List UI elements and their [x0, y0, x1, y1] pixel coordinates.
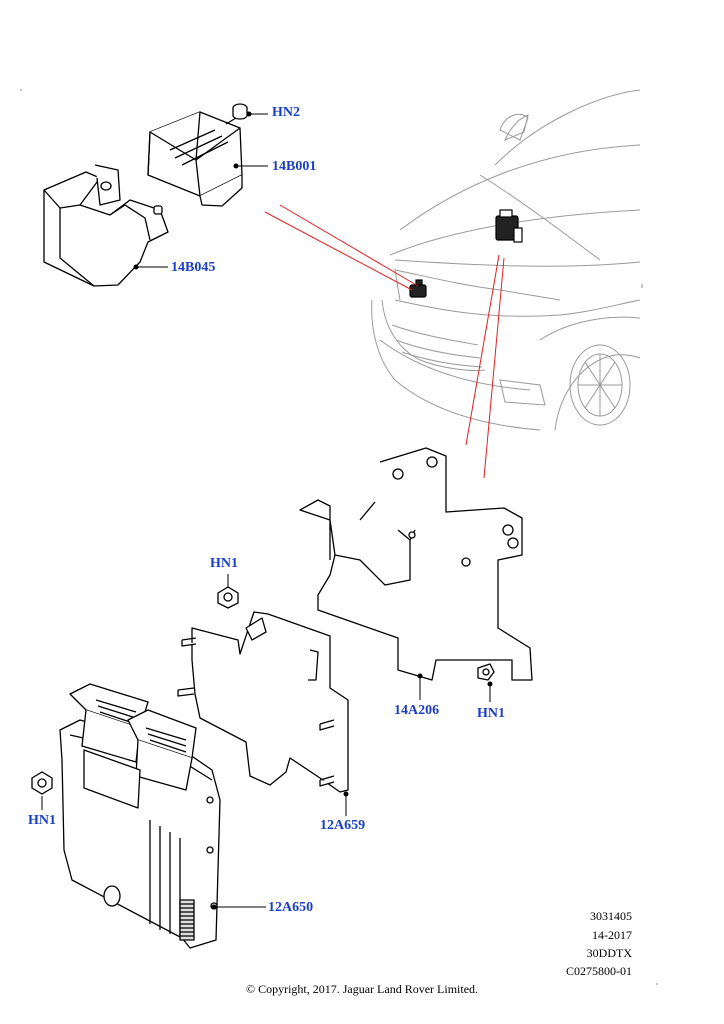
crop-marks [20, 89, 658, 985]
callout-leader-lines [41, 111, 493, 910]
reference-line-4: C0275800-01 [566, 964, 632, 978]
callout-14b001: 14B001 [272, 159, 317, 174]
part-12a659-plate [177, 611, 349, 793]
red-leader-lines [264, 204, 505, 479]
copyright-notice: © Copyright, 2017. Jaguar Land Rover Lim… [245, 982, 479, 996]
callout-hn1-top: HN1 [210, 556, 238, 571]
module-location-marker-front [409, 279, 427, 298]
hn1-top-nut [217, 586, 239, 609]
part-14b001-module [147, 103, 248, 207]
hn1-left-nut [31, 771, 53, 795]
module-location-marker-rear [495, 209, 523, 243]
reference-line-2: 14-2017 [592, 928, 632, 942]
callout-hn1-right: HN1 [477, 706, 505, 721]
part-14b045-cover [43, 164, 169, 287]
callout-hn2: HN2 [272, 105, 300, 120]
callout-12a650: 12A650 [268, 900, 314, 915]
callout-12a659: 12A659 [320, 818, 366, 833]
callout-14b045: 14B045 [171, 260, 216, 275]
vehicle-outline [371, 89, 641, 431]
part-12a650-ecu [59, 683, 221, 949]
callout-hn1-left: HN1 [28, 813, 56, 828]
reference-line-1: 3031405 [590, 909, 632, 923]
callout-14a206: 14A206 [394, 703, 440, 718]
reference-line-3: 30DDTX [586, 946, 632, 960]
part-14a206-bracket [299, 447, 533, 681]
